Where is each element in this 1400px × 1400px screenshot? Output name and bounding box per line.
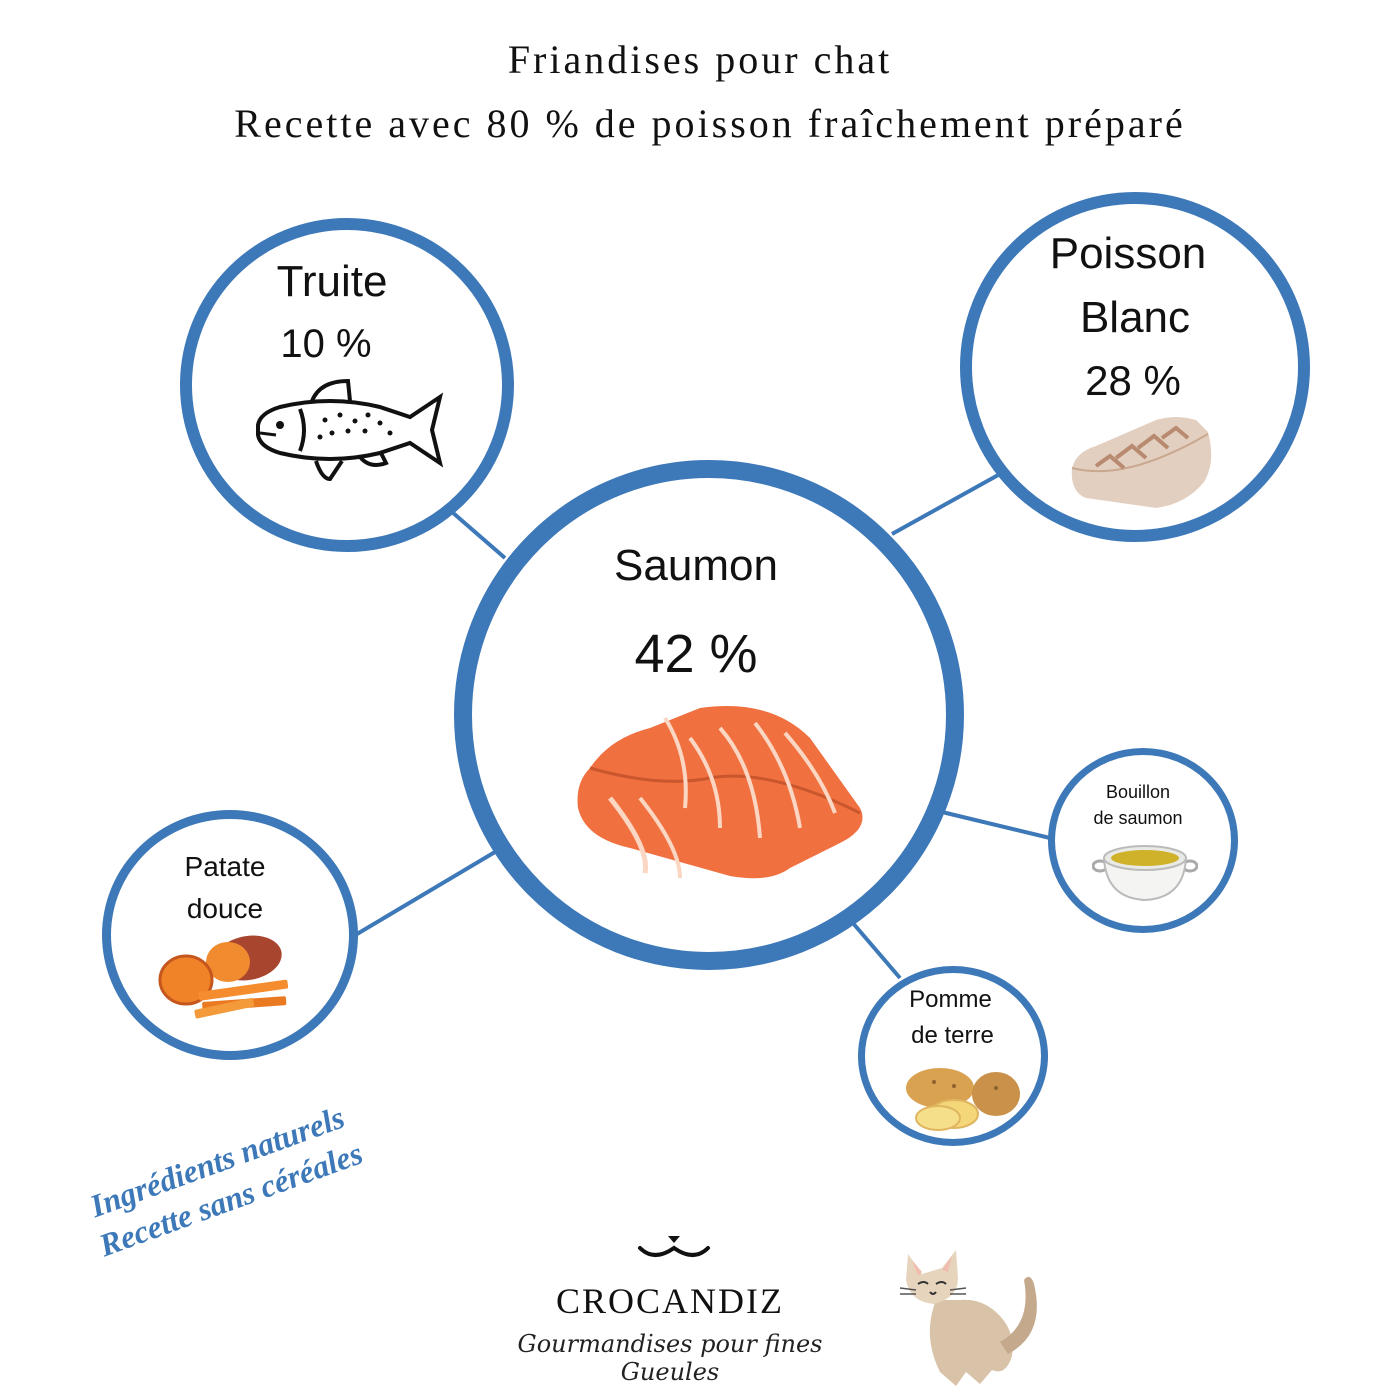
- connector-broth: [941, 810, 1051, 840]
- salmon-fillet-icon: [577, 706, 863, 879]
- white-fish-label-line2: Blanc: [1079, 293, 1191, 342]
- white-fish-fillet-icon: [1071, 417, 1212, 508]
- broth-bowl-icon: [1092, 845, 1198, 902]
- white-fish-percent: 28 %: [1085, 357, 1181, 404]
- fish-outline-icon: [256, 378, 444, 482]
- broth-circle: [1048, 748, 1238, 933]
- broth-label-line2: de saumon: [1093, 808, 1183, 828]
- sweet-potato-circle: [102, 810, 358, 1060]
- connector-potato: [850, 920, 902, 980]
- connector-white-fish: [891, 472, 1001, 536]
- page-subtitle: Recette avec 80 % de poisson fraîchement…: [234, 101, 1186, 146]
- cat-face-logo-icon: [638, 1236, 710, 1257]
- white-fish-label-line1: Poisson: [1049, 229, 1207, 278]
- sweet-potato-label-line2: douce: [186, 893, 264, 924]
- salmon-label: Saumon: [614, 541, 778, 590]
- trout-percent: 10 %: [280, 322, 372, 366]
- page-title: Friandises pour chat: [507, 37, 893, 82]
- potato-icon: [906, 1068, 1020, 1131]
- brand-name: CROCANDIZ: [555, 1281, 784, 1321]
- trout-label: Truite: [276, 257, 388, 306]
- brand-tagline: Gourmandises pour fines Gueules: [517, 1330, 823, 1386]
- sweet-potato-icon: [158, 935, 289, 1019]
- connector-sweet-potato: [355, 850, 497, 936]
- sweet-potato-label-line1: Patate: [184, 851, 266, 882]
- connector-trout: [450, 510, 507, 560]
- potato-label-line2: de terre: [911, 1022, 994, 1049]
- salmon-percent: 42 %: [634, 624, 758, 684]
- cat-illustration-icon: [899, 1250, 1037, 1386]
- potato-label-line1: Pomme: [909, 986, 992, 1013]
- broth-label-line1: Bouillon: [1105, 782, 1171, 802]
